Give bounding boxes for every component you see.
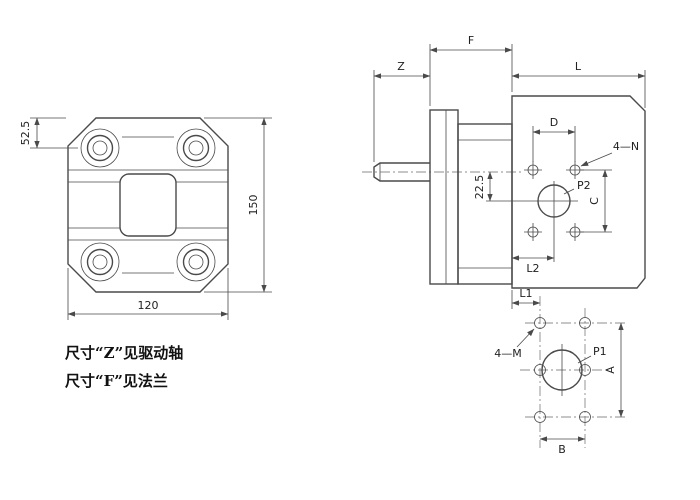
dim-label-B: B: [558, 443, 566, 456]
label-4M: 4—M: [494, 347, 522, 360]
front-view: 52.5 150 120: [19, 117, 272, 320]
mounting-hole-bottom-right: [176, 242, 216, 282]
dimension-A: A: [604, 322, 624, 418]
label-P2: P2: [577, 179, 591, 192]
drawing-notes: 尺寸“Z”见驱动轴 尺寸“F”见法兰: [65, 344, 183, 390]
front-body-outline: [67, 117, 229, 293]
dim-label-L1: L1: [519, 287, 532, 300]
dim-label-C: C: [588, 197, 601, 205]
gear-chamber: [119, 173, 177, 237]
dim-label-150: 150: [247, 195, 260, 216]
note-shaft: 尺寸“Z”见驱动轴: [65, 344, 183, 362]
dimension-D: D: [532, 116, 576, 162]
mounting-flange: [429, 109, 459, 285]
callout-4N: 4—N: [580, 140, 639, 167]
dimension-Z: Z: [373, 60, 431, 162]
dim-label-Z: Z: [397, 60, 405, 73]
port-p1: [541, 344, 583, 396]
label-4N: 4—N: [613, 140, 639, 153]
callout-4M: 4—M: [494, 328, 535, 360]
callout-P1: P1: [577, 345, 607, 364]
dim-label-F: F: [468, 34, 474, 47]
bottom-port-view: 4—M P1 A B: [494, 296, 628, 456]
drive-shaft: [373, 162, 430, 182]
note-flange: 尺寸“F”见法兰: [65, 372, 168, 390]
dim-label-D: D: [550, 116, 558, 129]
dimension-B: B: [539, 436, 586, 456]
dimension-120: 120: [67, 268, 229, 320]
dim-label-52-5: 52.5: [19, 121, 32, 146]
dimension-F: F: [429, 34, 513, 106]
mounting-hole-top-right: [176, 128, 216, 168]
dim-label-L: L: [575, 60, 582, 73]
dimension-52-5: 52.5: [19, 117, 78, 149]
dimension-L1: L1: [511, 287, 541, 309]
port-p2: [486, 181, 578, 262]
dimension-L2: L2: [511, 255, 555, 275]
dim-label-22-5: 22.5: [473, 175, 486, 200]
dimension-150: 150: [204, 117, 272, 293]
dim-label-A: A: [604, 366, 617, 374]
callout-P2: P2: [563, 179, 591, 195]
front-housing: [457, 123, 513, 285]
label-P1: P1: [593, 345, 607, 358]
mounting-hole-top-left: [80, 128, 120, 168]
side-view: F Z L D 22.5 C: [362, 34, 646, 309]
bottom-bolt-holes: [534, 317, 591, 423]
dim-label-L2: L2: [526, 262, 539, 275]
dimension-L: L: [511, 60, 646, 108]
dimension-C: C: [581, 169, 612, 233]
dimension-22-5: 22.5: [473, 171, 493, 202]
rear-cover: [511, 95, 646, 289]
dim-label-120: 120: [138, 299, 159, 312]
mounting-hole-bottom-left: [80, 242, 120, 282]
